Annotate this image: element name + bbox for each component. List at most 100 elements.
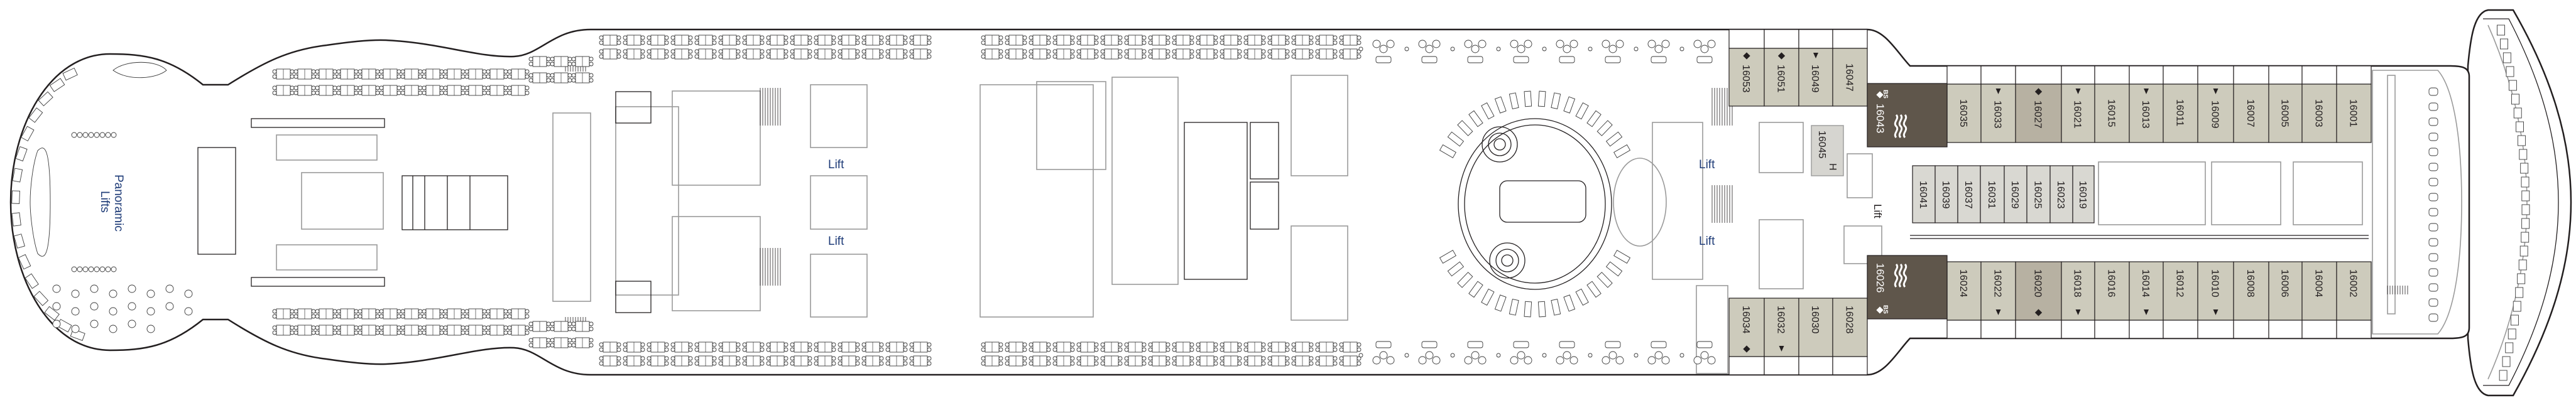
cabin-16030[interactable]: 16030 [1798,298,1833,375]
cabin-16023[interactable]: 16023 [2049,165,2073,223]
cabin-16033[interactable]: 16033 [1980,65,2016,143]
cabin-number: 16009 [2210,100,2220,129]
cabin-16041[interactable]: 16041 [1912,165,1936,223]
diamond-icon [1876,91,1884,99]
table-set [838,355,860,367]
table-set [909,35,932,46]
sun-lounger [18,254,31,270]
cabin-16018[interactable]: 16018 [2061,261,2095,339]
suite-badge: BS [1882,90,1889,99]
cabin-16004[interactable]: 16004 [2301,261,2337,339]
cabin-16035[interactable]: 16035 [1946,65,1982,143]
cabin-16053[interactable]: 16053 [1728,29,1765,107]
table-set [814,48,836,60]
lounge-chair-cluster [1634,40,1670,63]
cabin-area [2268,261,2303,321]
cabin-16001[interactable]: 16001 [2336,65,2372,143]
suite-number: 16026 [1874,263,1886,293]
table-set [422,68,444,80]
cabin-16039[interactable]: 16039 [1935,165,1958,223]
table-set [647,341,669,353]
cabin-16051[interactable]: 16051 [1764,29,1799,107]
table-set [742,355,765,367]
cafe-table [82,132,89,138]
cabin-16022[interactable]: 16022 [1980,261,2016,339]
table-set [550,72,572,83]
cabin-16029[interactable]: 16029 [2004,165,2028,223]
cabin-number: 16032 [1776,306,1786,334]
diamond-icon [2034,88,2043,95]
balcony [1946,65,1982,85]
sun-lounger [2521,176,2530,188]
sun-lounger [2508,328,2516,340]
table-set [1172,355,1194,367]
cabin-16007[interactable]: 16007 [2233,65,2269,143]
triangle-icon [1779,346,1784,352]
table-set [1076,35,1099,46]
cafe-table [111,266,117,272]
cabin-16049[interactable]: 16049 [1798,29,1833,107]
cabin-16028[interactable]: 16028 [1832,298,1868,375]
cabin-16021[interactable]: 16021 [2061,65,2095,143]
cabin-area [2094,83,2130,143]
table-set [1267,48,1290,60]
cabin-16005[interactable]: 16005 [2268,65,2303,143]
sun-lounger [2519,149,2528,160]
cabin-16012[interactable]: 16012 [2163,261,2198,339]
cafe-table [88,132,94,138]
table-set [1148,35,1171,46]
sun-lounger [1439,250,1456,264]
lounge-chair [2428,193,2438,202]
cabin-16037[interactable]: 16037 [1957,165,1981,223]
cabin-16025[interactable]: 16025 [2026,165,2051,223]
cabin-number: 16015 [2106,99,2117,127]
cafe-table [90,320,99,328]
balcony [2336,320,2372,339]
accessible-badge: H [1827,163,1838,171]
cabin-16011[interactable]: 16011 [2163,65,2198,143]
cafe-table [165,302,174,311]
cabin-16010[interactable]: 16010 [2197,261,2234,339]
table-set [718,355,741,367]
balcony [2129,65,2164,85]
cabin-16002[interactable]: 16002 [2336,261,2372,339]
balcony [1980,65,2016,85]
table-set [507,85,530,96]
cabin-16024[interactable]: 16024 [1946,261,1982,339]
triangle-icon [2075,89,2081,94]
cabin-16014[interactable]: 16014 [2129,261,2164,339]
sun-lounger [33,291,49,306]
table-set [909,341,932,353]
sun-lounger [1551,92,1561,109]
table-set [1243,35,1266,46]
cabin-16003[interactable]: 16003 [2301,65,2337,143]
cabin-16008[interactable]: 16008 [2233,261,2269,339]
cabin-16020[interactable]: 16020 [2015,261,2062,339]
cabin-16034[interactable]: 16034 [1728,298,1765,375]
cabin-16015[interactable]: 16015 [2094,65,2130,143]
cabin-16016[interactable]: 16016 [2094,261,2130,339]
cabin-16027[interactable]: 16027 [2015,65,2062,143]
sun-lounger [1509,299,1519,316]
sun-lounger [1524,301,1532,318]
sun-lounger [2508,80,2517,91]
table-set [400,308,423,320]
cabin-16032[interactable]: 16032 [1764,298,1799,375]
table-set [272,308,295,320]
cabin-16006[interactable]: 16006 [2268,261,2303,339]
cabin-16031[interactable]: 16031 [1980,165,2005,223]
cabin-16019[interactable]: 16019 [2072,165,2095,223]
balcony [1728,29,1765,49]
cabin-16013[interactable]: 16013 [2129,65,2164,143]
table-set [766,35,789,46]
balcony [2233,320,2269,339]
sun-lounger [1537,301,1546,318]
balcony [2163,65,2198,85]
cabin-16047[interactable]: 16047 [1832,29,1868,107]
sun-lounger [2502,52,2511,63]
cabin-16009[interactable]: 16009 [2197,65,2234,143]
table-set [1029,35,1051,46]
